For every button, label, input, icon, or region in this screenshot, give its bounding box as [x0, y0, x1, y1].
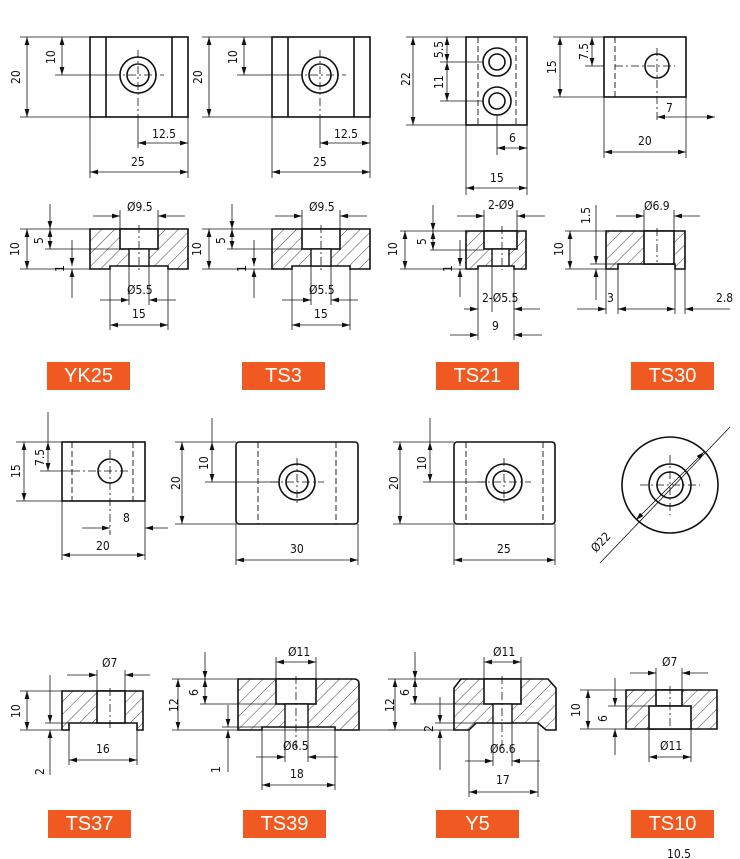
dim-counterbore-depth: 5	[32, 237, 46, 244]
dim-slot-width: 9	[492, 319, 499, 333]
dim-height: 22	[399, 72, 413, 86]
dim-slot-width: 18	[290, 767, 304, 781]
dim-counterbore-diameter: Ø11	[493, 645, 515, 659]
y5-top-view: 20 10 25	[387, 418, 556, 565]
dim-ledge: 3	[607, 291, 614, 305]
dim-hole-edge: 8	[123, 511, 130, 525]
dim-step: 1	[235, 265, 249, 272]
dim-hole-offset: 7.5	[33, 449, 47, 466]
dim-hole-offset: 10	[44, 50, 58, 64]
dim-thickness: 10	[9, 704, 23, 718]
part-label-ts37: TS37	[48, 810, 131, 838]
ts3-section-view: 10 5 1 Ø9.5 Ø5.5 15	[190, 200, 371, 330]
dim-height: 20	[191, 70, 205, 84]
dim-height: 15	[9, 464, 23, 478]
dim-height: 20	[169, 476, 183, 490]
dim-counterbore-diameter: Ø11	[660, 739, 682, 753]
dim-step: 1	[441, 265, 455, 272]
dim-step: 1.5	[579, 207, 593, 224]
dim-thickness: 12	[167, 698, 181, 712]
dim-thickness: 12	[383, 698, 397, 712]
dim-hole-offset: 10	[415, 456, 429, 470]
cut-off-dimension: 10.5	[667, 847, 691, 859]
dim-thickness: 10	[190, 242, 204, 256]
ts10-top-view: Ø22	[588, 426, 731, 564]
dim-slot-width: 15	[132, 307, 146, 321]
ts30-section-view: 10 1.5 Ø6.9 3 2.8	[552, 199, 733, 314]
yk25-section-view: 10 5 1 Ø9.5 Ø5.5 15	[8, 200, 189, 330]
dim-half-width: 12.5	[334, 127, 358, 141]
dim-counterbore-diameter: Ø11	[288, 645, 310, 659]
dim-counterbore-depth: 5	[214, 237, 228, 244]
dim-width: 25	[131, 155, 145, 169]
ts10-section-view: 10 6 Ø7 Ø11	[569, 655, 718, 762]
part-label-ts30: TS30	[631, 362, 714, 390]
ts21-top-view: 22 5.5 11 6 15	[399, 36, 528, 195]
part-label-ts3: TS3	[242, 362, 325, 390]
dim-counterbore-depth: 6	[596, 715, 610, 722]
ts21-section-view: 10 5 1 2-Ø9 2-Ø5.5 9	[386, 198, 545, 340]
dim-height: 20	[387, 476, 401, 490]
dim-hole-diameter: Ø5.5	[309, 283, 335, 297]
dim-step: 2	[422, 725, 436, 732]
dim-thickness: 10	[552, 242, 566, 256]
dim-thickness: 10	[569, 703, 583, 717]
dim-hole-diameter: 2-Ø5.5	[482, 291, 518, 305]
dim-slot-width: 16	[96, 742, 110, 756]
dim-half-width: 12.5	[152, 127, 176, 141]
part-label-ts39: TS39	[243, 810, 326, 838]
dim-hole-offset: 7.5	[577, 43, 591, 60]
ts39-top-view: 20 10 30	[169, 418, 359, 565]
dim-counterbore-diameter: Ø9.5	[127, 200, 153, 214]
dim-height: 20	[9, 70, 23, 84]
dim-width: 25	[497, 542, 511, 556]
dim-width: 20	[638, 134, 652, 148]
dim-slot-width: 17	[496, 773, 510, 787]
dim-hole-diameter: Ø6.6	[490, 742, 516, 756]
dim-slot-width: 15	[314, 307, 328, 321]
yk25-top-view: 20 10 12.5 25	[9, 36, 189, 178]
dim-hole-diameter: Ø7	[102, 656, 117, 670]
dim-thickness: 10	[8, 242, 22, 256]
dim-width: 30	[290, 542, 304, 556]
dim-hole-offset: 10	[197, 456, 211, 470]
ts39-section-view: 12 6 1 Ø11 Ø6.5 18	[167, 645, 395, 790]
ts37-top-view: 15 7.5 8 20	[9, 412, 168, 560]
dim-counterbore-depth: 6	[187, 689, 201, 696]
dim-outer-diameter: Ø22	[588, 529, 614, 555]
dim-counterbore-diameter: Ø9.5	[309, 200, 335, 214]
dim-thickness: 10	[386, 242, 400, 256]
dim-step: 2	[33, 768, 47, 775]
dim-step: 1	[53, 265, 67, 272]
part-label-ts10: TS10	[631, 810, 714, 838]
dim-counterbore-depth: 6	[398, 689, 412, 696]
dim-height: 15	[545, 60, 559, 74]
part-label-ts21: TS21	[436, 362, 519, 390]
dim-step: 1	[209, 766, 223, 773]
dim-hole-edge: 7	[666, 101, 673, 115]
dim-hole-diameter: Ø5.5	[127, 283, 153, 297]
ts30-top-view: 15 7.5 7 20	[545, 36, 715, 158]
dim-hole-offset: 10	[226, 50, 240, 64]
dim-counterbore-diameter: 2-Ø9	[488, 198, 514, 212]
dim-hole-offset: 5.5	[432, 41, 446, 58]
dim-width: 20	[96, 539, 110, 553]
dim-hole-pitch: 11	[432, 75, 446, 89]
dim-width: 15	[490, 171, 504, 185]
dim-hole-diameter: Ø6.5	[283, 739, 309, 753]
dim-width: 25	[313, 155, 327, 169]
y5-section-view: 12 6 2 Ø11 Ø6.6 17	[383, 645, 557, 797]
dim-hole-diameter: Ø7	[662, 655, 677, 669]
ts37-section-view: 10 2 Ø7 16	[9, 656, 150, 775]
dim-half-width: 6	[509, 131, 516, 145]
dim-hole-diameter: Ø6.9	[644, 199, 670, 213]
dim-edge: 2.8	[716, 291, 733, 305]
part-label-y5: Y5	[436, 810, 519, 838]
part-label-yk25: YK25	[47, 362, 130, 390]
dim-counterbore-depth: 5	[415, 238, 429, 245]
ts3-top-view: 20 10 12.5 25	[191, 36, 371, 178]
